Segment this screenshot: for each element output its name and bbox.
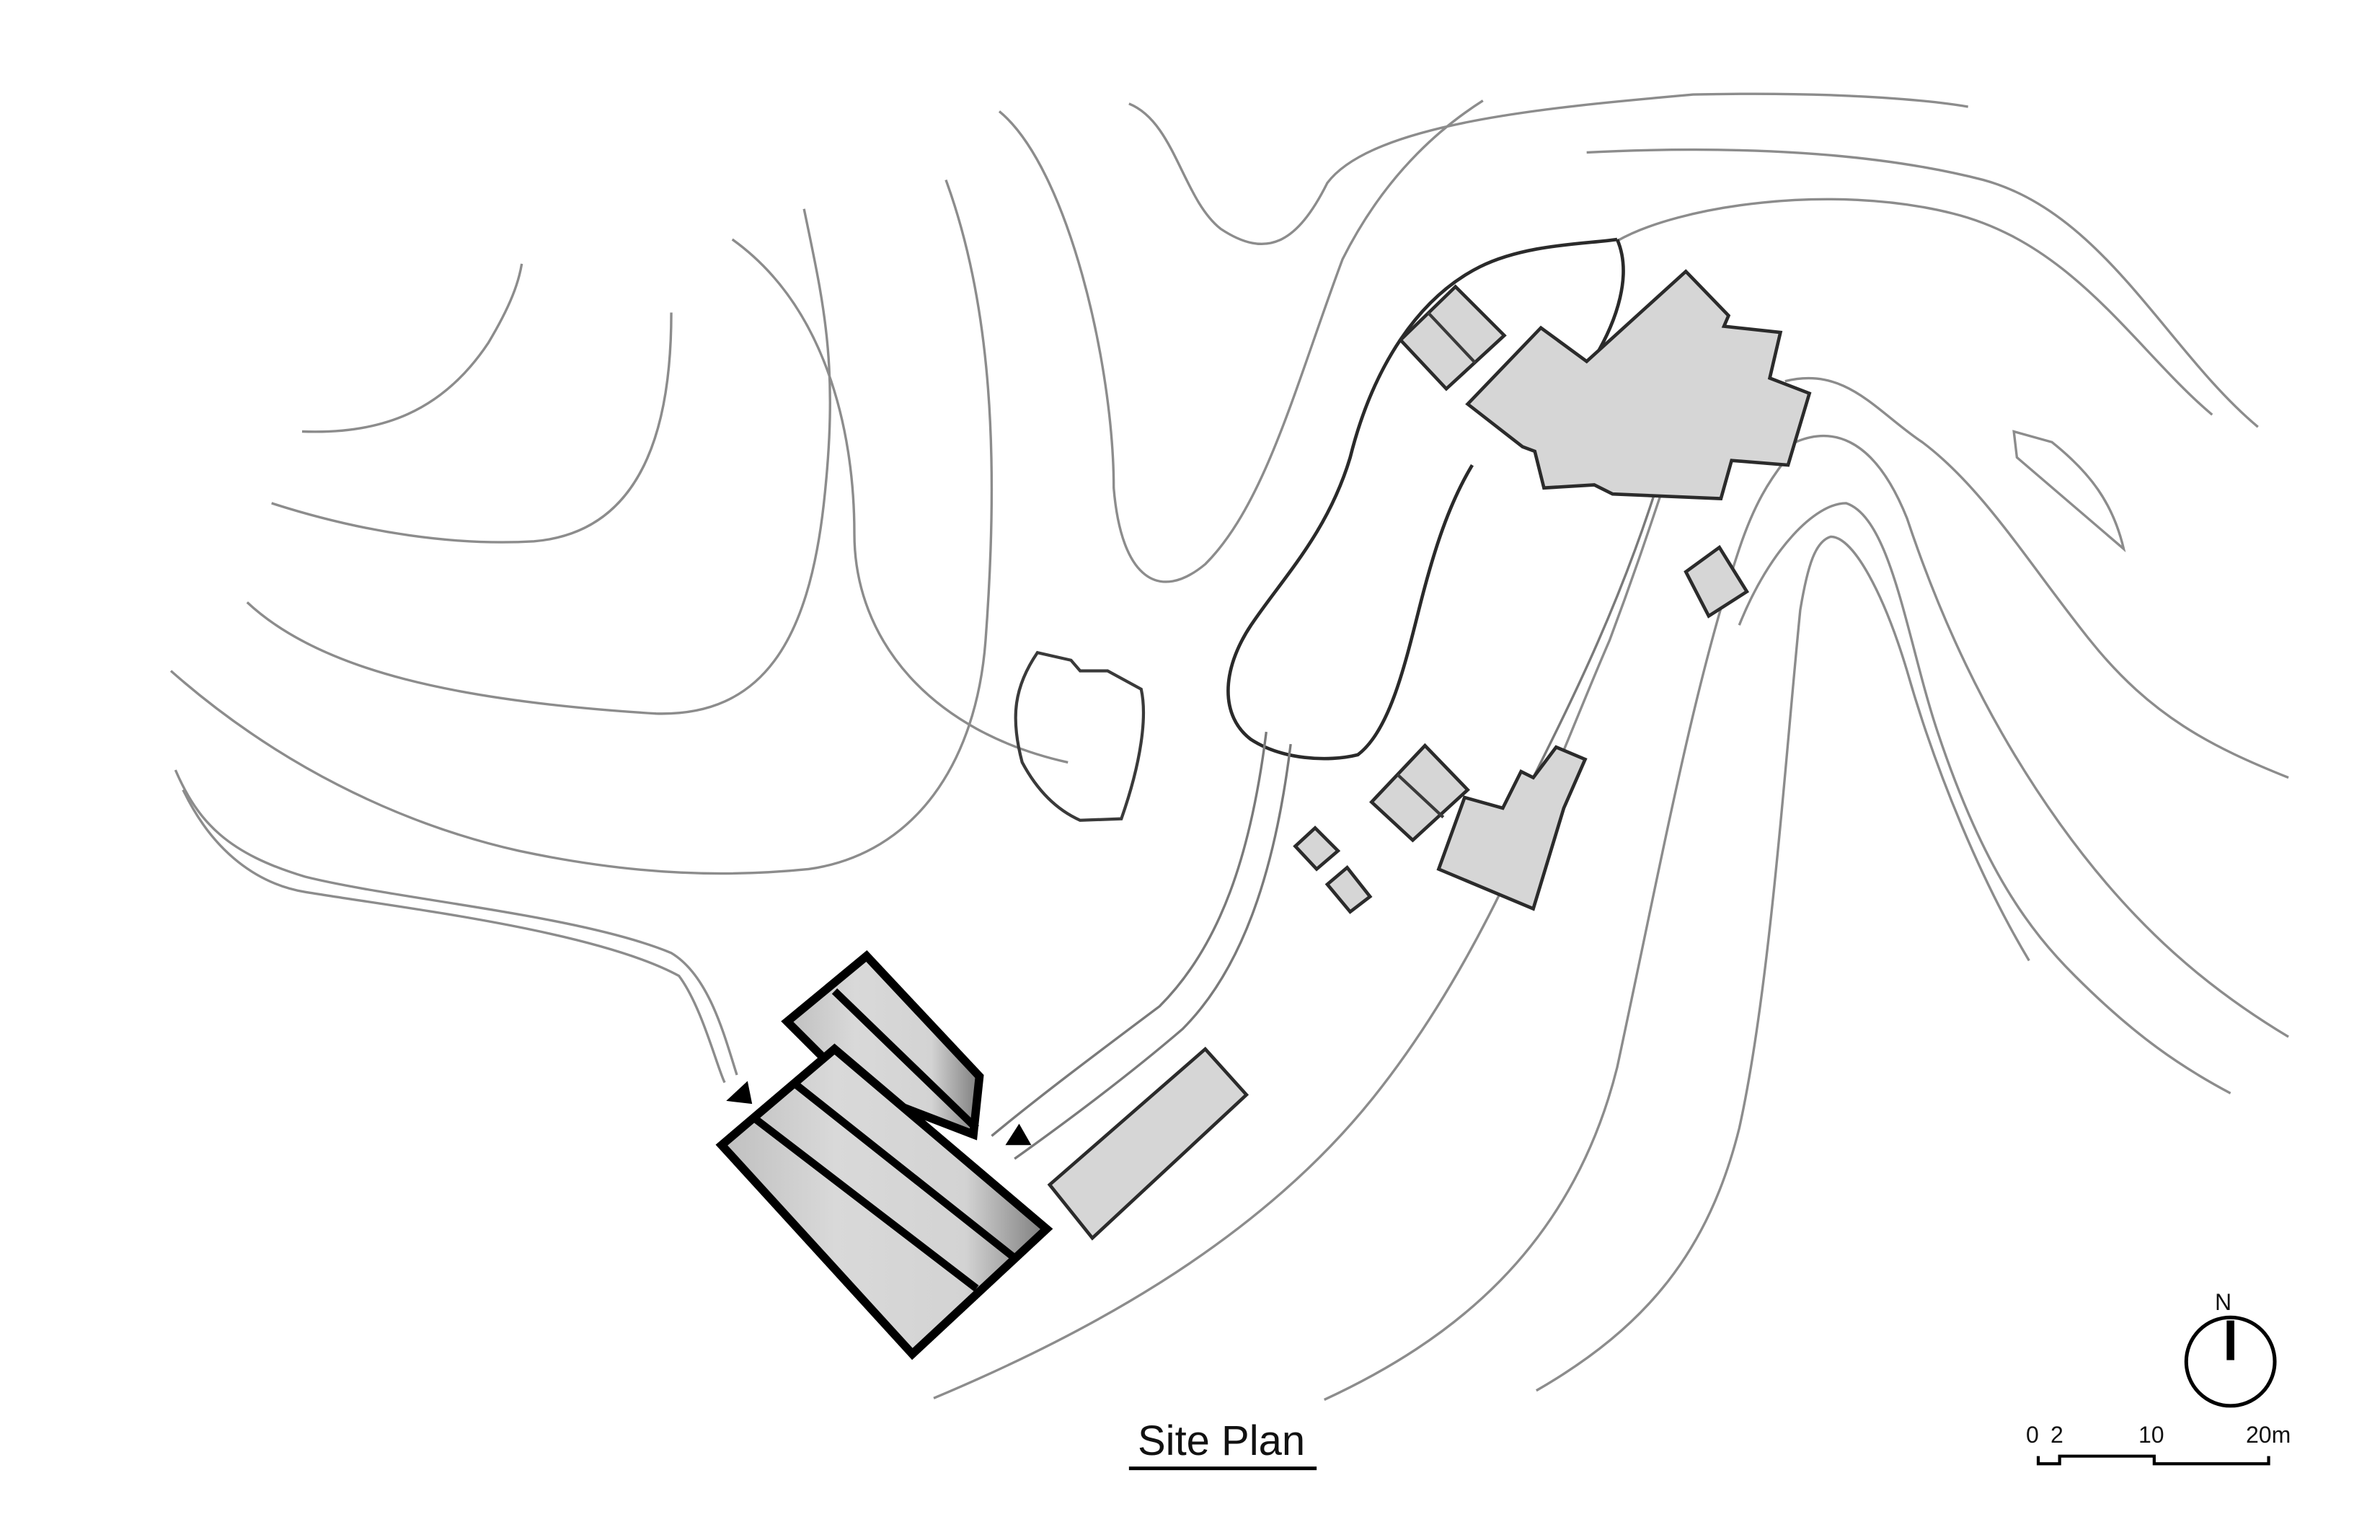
contour-line: [1128, 92, 1968, 246]
driveway-inner: [1593, 239, 1625, 360]
existing-house-south: [1436, 745, 1588, 911]
scale-bar-line: [2036, 1454, 2270, 1466]
scale-tick-20m: 20m: [2246, 1422, 2291, 1448]
existing-outbuilding: [1368, 743, 1470, 843]
existing-buildings: [1047, 269, 1812, 1241]
contour-line: [1784, 376, 2289, 779]
existing-small-block: [1293, 826, 1341, 872]
existing-small-block: [1324, 865, 1373, 914]
outbuilding-ridge: [1396, 773, 1445, 819]
contour-line: [2012, 430, 2126, 552]
contour-line: [271, 312, 673, 544]
contour-line: [301, 263, 523, 433]
existing-main-house: [1465, 269, 1812, 500]
scale-bar: [2036, 1454, 2270, 1466]
road-edge: [1014, 743, 1292, 1160]
roof-ridge-line: [791, 1079, 1017, 1261]
contour-line: [169, 179, 994, 875]
new-building: [715, 950, 1053, 1360]
north-arrow: [2184, 1315, 2277, 1408]
contour-line: [1586, 148, 2259, 428]
contour-line: [731, 238, 1069, 764]
roof-ridge-line: [751, 1114, 979, 1292]
driveway-loop: [1226, 237, 1618, 761]
scale-tick-0: 0: [2026, 1422, 2039, 1448]
contour-line: [1769, 435, 2289, 1038]
contour-line: [998, 99, 1484, 583]
contour-line: [933, 487, 1665, 1399]
contour-line: [246, 208, 831, 715]
contour-line: [1616, 198, 2213, 416]
existing-shed: [1684, 544, 1750, 619]
scale-tick-10: 10: [2138, 1422, 2164, 1448]
contour-line: [174, 769, 738, 1076]
roof-ridge-line: [831, 988, 979, 1131]
entrance-arrow-icon: [1005, 1123, 1032, 1146]
north-arrow-circle: [2184, 1315, 2277, 1408]
access-road: [991, 237, 1657, 1160]
contour-line: [1535, 535, 2030, 1392]
contour-line: [1738, 502, 2231, 1094]
garage-ridge: [1427, 311, 1477, 364]
existing-long-block: [1047, 1046, 1249, 1241]
scale-tick-2: 2: [2051, 1422, 2063, 1448]
upper-wing-edge: [784, 950, 984, 1136]
new-building-main-volume: [715, 1043, 1053, 1360]
page-title: Site Plan: [1138, 1417, 1306, 1464]
road-edge: [991, 731, 1268, 1137]
north-label: N: [2215, 1289, 2232, 1315]
entrance-arrow-icon: [726, 1081, 753, 1105]
contour-line: [1323, 459, 1787, 1401]
road-edge: [1524, 490, 1657, 794]
contour-lines: [169, 92, 2289, 1401]
contour-line: [182, 789, 726, 1084]
pond-outline: [1014, 650, 1145, 822]
